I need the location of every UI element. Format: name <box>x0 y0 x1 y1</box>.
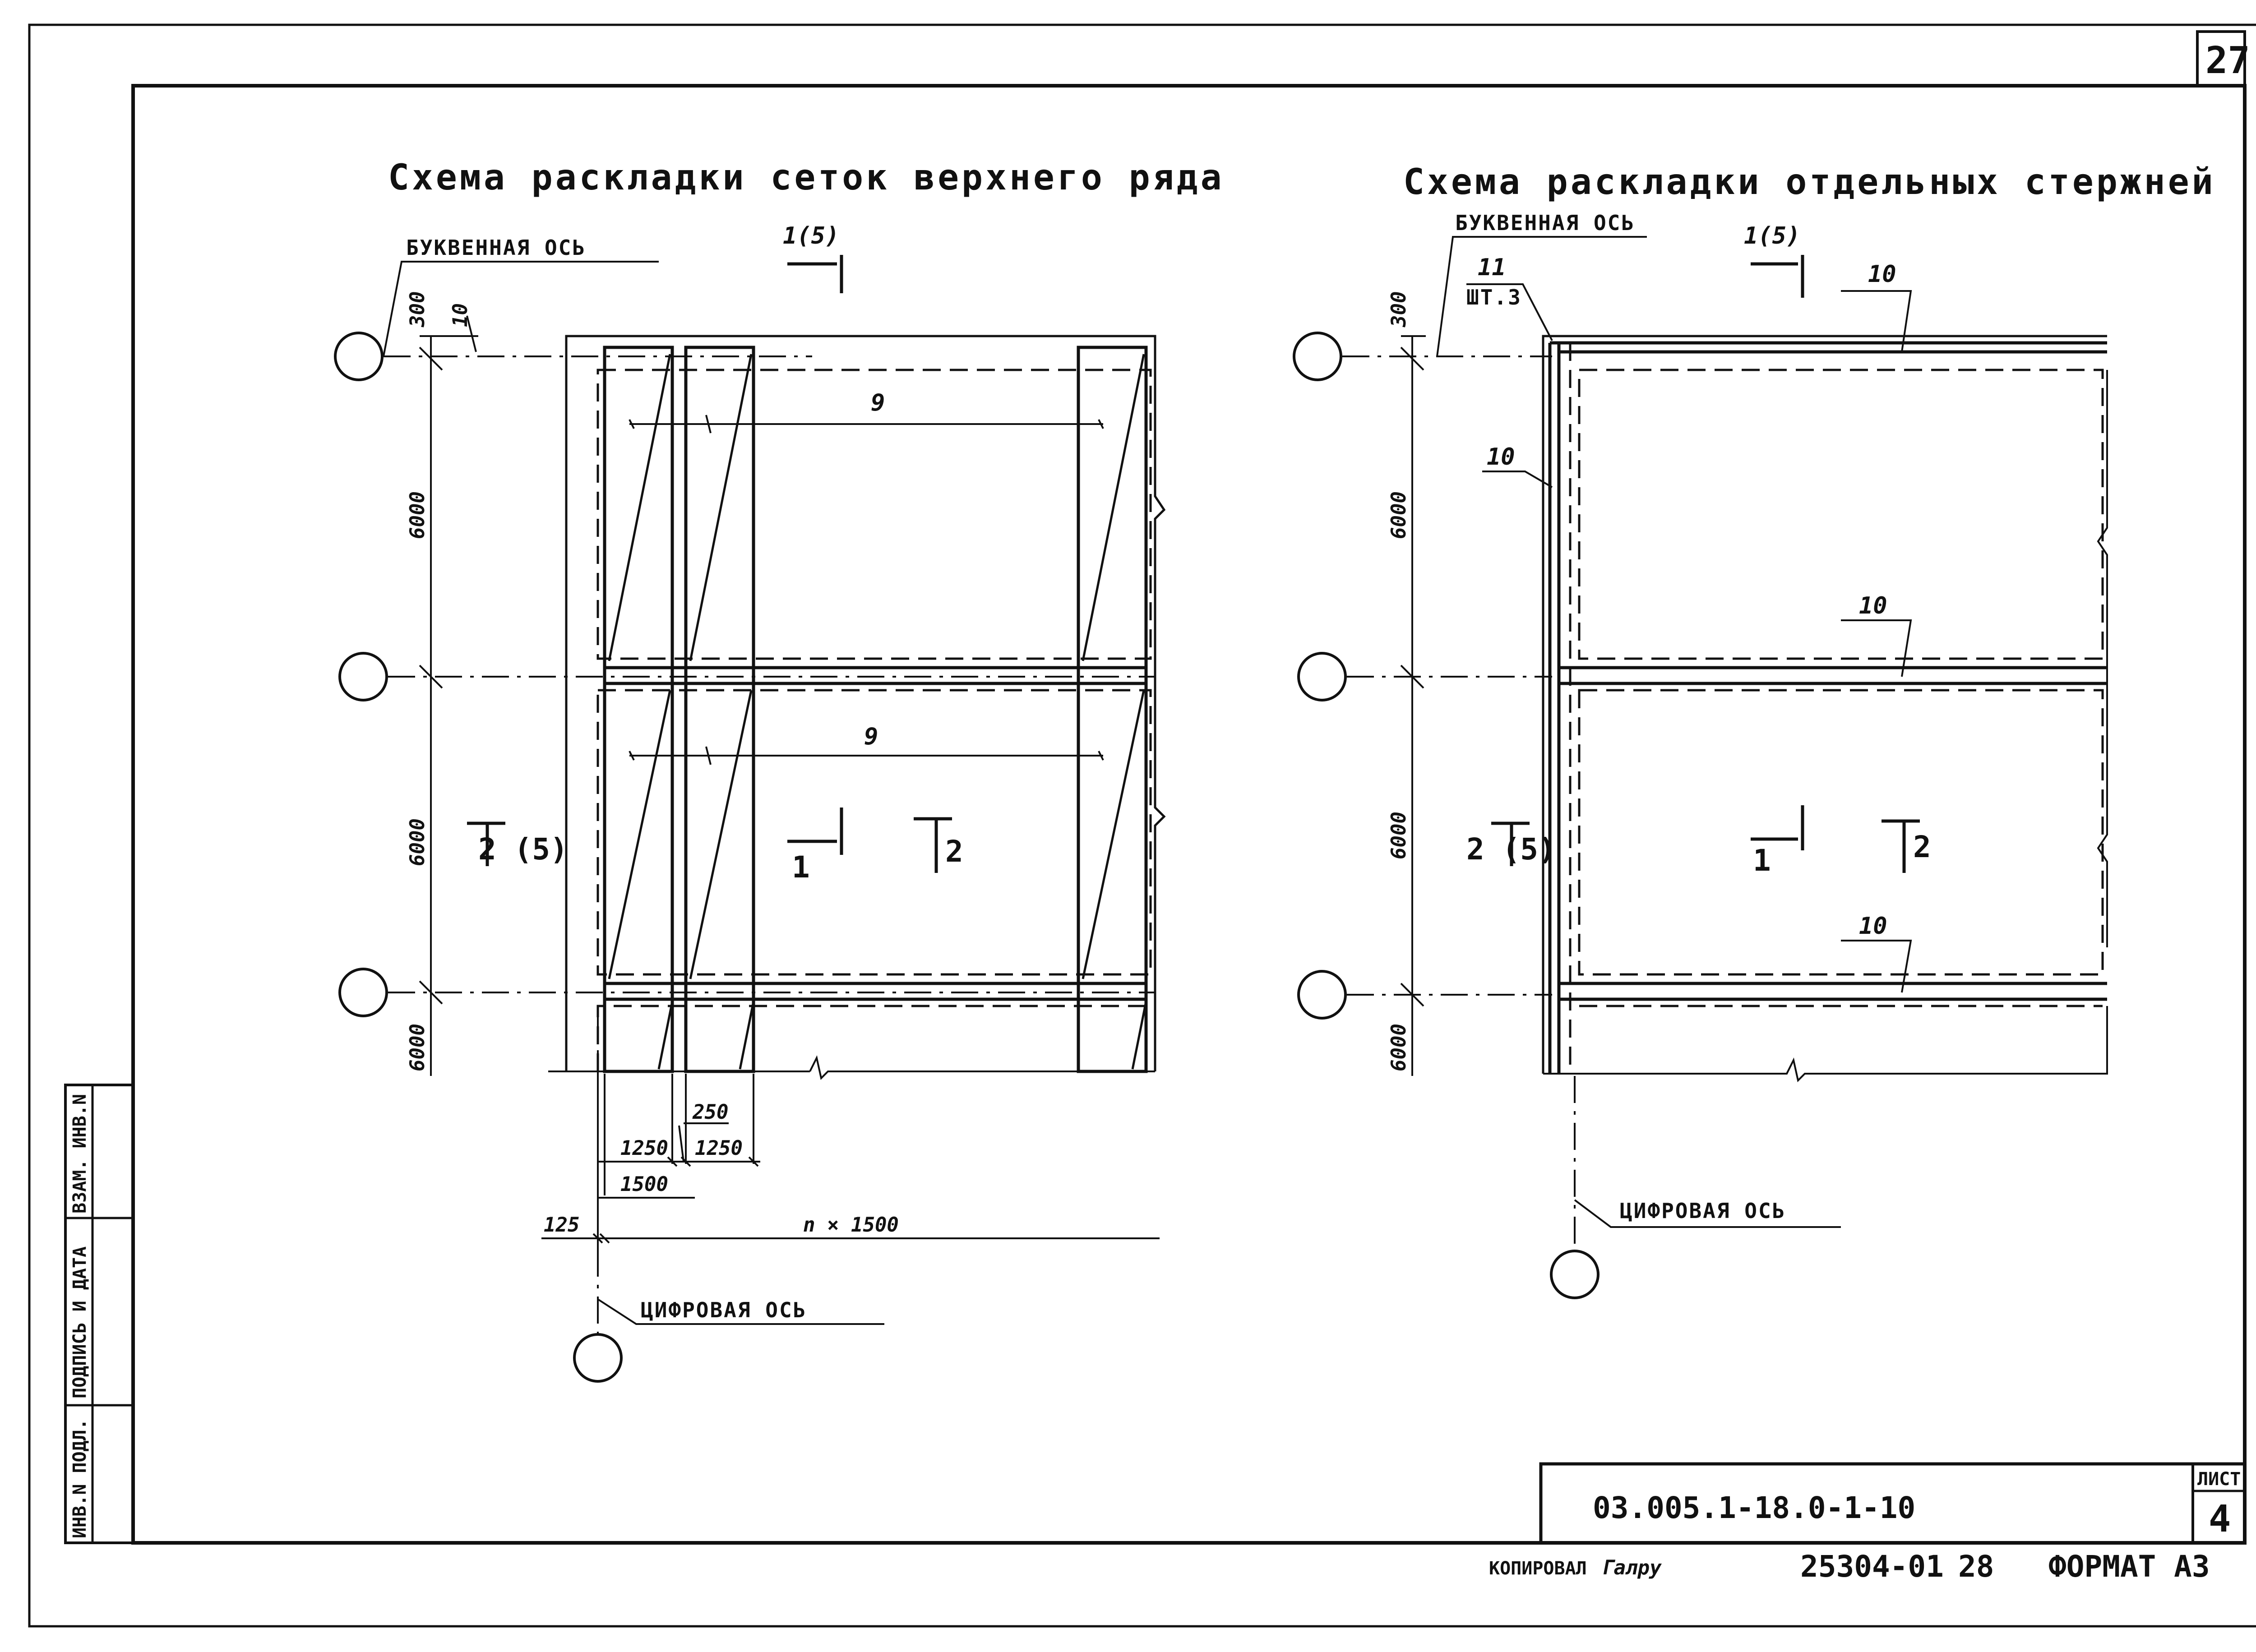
document-code: 03.005.1-18.0-1-10 <box>1593 1490 1915 1525</box>
axis-bubble <box>1293 332 1342 381</box>
corner-number: 27 <box>2205 39 2250 82</box>
dim-1250-b: 1250 <box>695 1137 743 1160</box>
digit-axis-label: ЦИФРОВАЯ ОСЬ <box>641 1298 807 1322</box>
section-cut-2: 2 <box>945 834 963 869</box>
right-section-cut-2: 2 <box>1913 830 1931 864</box>
title-block: 03.005.1-18.0-1-10 ЛИСТ 4 КОПИРОВАЛ Галр… <box>1489 1462 2247 1584</box>
right-title: Схема раскладки отдельных стержней <box>1403 162 2216 203</box>
stamp-signature-date: ПОДПИСЬ И ДАТА <box>69 1246 90 1398</box>
dim-1500: 1500 <box>620 1173 668 1196</box>
mark-10-left: 10 <box>1487 443 1515 471</box>
sheet-frame: 27 <box>28 23 2256 1628</box>
right-section-cut-1: 1 <box>1753 843 1771 878</box>
dim-6000-c: 6000 <box>406 1024 429 1071</box>
mark-11: 11 <box>1478 254 1506 281</box>
dim-125: 125 <box>544 1214 579 1237</box>
mark-10-top: 10 <box>1868 261 1896 288</box>
left-title: Схема раскладки сеток верхнего ряда <box>388 157 1225 198</box>
axis-bubble <box>338 652 388 701</box>
right-diagram: Схема раскладки отдельных стержней БУКВЕ… <box>1293 162 2216 1299</box>
sheet-label: ЛИСТ <box>2197 1469 2241 1490</box>
mark-11-qty: ШТ.3 <box>1466 285 1522 309</box>
mark-9-mid: 9 <box>864 723 878 750</box>
dim-1250-a: 1250 <box>620 1137 668 1160</box>
stamp-vzam-inv: ВЗАМ. ИНВ.N <box>69 1094 90 1214</box>
section-2-5-side: 2 (5) <box>478 832 568 867</box>
letter-axis-label: БУКВЕННАЯ ОСЬ <box>406 235 586 260</box>
right-dim-300: 300 <box>1387 291 1410 328</box>
mark-10-mid: 10 <box>1859 592 1887 619</box>
archive-sheet: 28 <box>1958 1549 1994 1584</box>
dim-n-1500: n × 1500 <box>803 1214 899 1237</box>
right-digit-axis-label: ЦИФРОВАЯ ОСЬ <box>1620 1199 1786 1223</box>
side-stamp: ИНВ.N ПОДЛ. ПОДПИСЬ И ДАТА ВЗАМ. ИНВ.N <box>64 1084 134 1544</box>
right-section-1-5-top: 1(5) <box>1744 222 1800 249</box>
right-dim-6000-b: 6000 <box>1387 812 1410 859</box>
archive-number: 25304-01 <box>1800 1549 1944 1584</box>
stamp-inv-podl: ИНВ.N ПОДЛ. <box>69 1419 90 1538</box>
mark-10-bottom: 10 <box>1859 913 1887 940</box>
axis-bubble <box>1297 970 1347 1020</box>
dim-6000-b: 6000 <box>406 818 429 866</box>
axis-bubble <box>1550 1250 1600 1299</box>
copied-signature: Галру <box>1602 1556 1662 1579</box>
axis-bubble <box>334 332 384 381</box>
axis-bubble <box>573 1333 623 1383</box>
mark-9-top: 9 <box>871 389 885 416</box>
right-section-2-5-side: 2 (5) <box>1466 832 1556 867</box>
right-dim-6000-a: 6000 <box>1387 491 1410 539</box>
format-label: ФОРМАТ А3 <box>2048 1549 2210 1584</box>
left-diagram: Схема раскладки сеток верхнего ряда БУКВ… <box>334 157 1225 1383</box>
section-1-5-top: 1(5) <box>783 222 839 249</box>
dim-300: 300 <box>406 291 429 328</box>
section-cut-1: 1 <box>792 850 810 885</box>
axis-bubble <box>1297 652 1347 701</box>
dim-6000-a: 6000 <box>406 491 429 539</box>
right-letter-axis-label: БУКВЕННАЯ ОСЬ <box>1455 211 1635 235</box>
axis-bubble <box>338 968 388 1017</box>
copied-label: КОПИРОВАЛ <box>1489 1558 1587 1579</box>
dim-10: 10 <box>449 303 472 327</box>
sheet-number: 4 <box>2209 1498 2231 1541</box>
dim-250: 250 <box>692 1101 728 1124</box>
right-dim-6000-c: 6000 <box>1387 1024 1410 1071</box>
